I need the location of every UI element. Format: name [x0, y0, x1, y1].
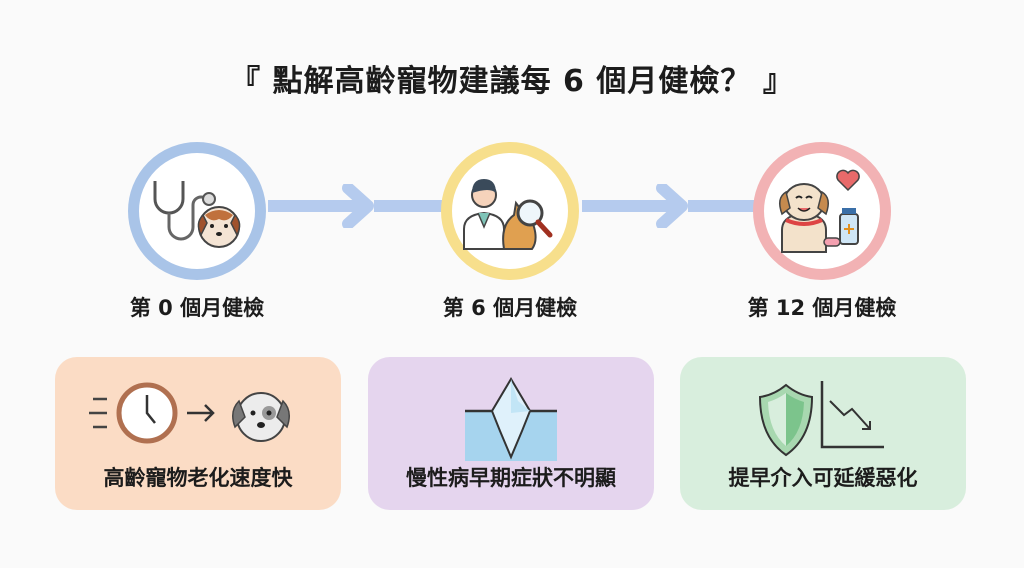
page-title: 『 點解高齡寵物建議每 6 個月健檢？ 』 [230, 64, 794, 99]
step-circle-1 [441, 142, 579, 280]
card-aging-fast: 高齡寵物老化速度快 [55, 357, 341, 510]
step-label-1: 第 6 個月健檢 [442, 296, 578, 320]
shield-decline-chart-icon [758, 381, 884, 457]
step-circle-0 [128, 142, 266, 280]
arrow-right-icon [268, 184, 374, 228]
card-label: 提早介入可延緩惡化 [728, 466, 918, 490]
happy-dog-medicine-icon [779, 169, 860, 253]
clock-to-dog-icon [89, 382, 290, 444]
card-label: 高齡寵物老化速度快 [103, 466, 293, 490]
vet-cat-magnifier-icon [463, 179, 553, 250]
arrow-right-icon [582, 184, 688, 228]
iceberg-icon [465, 377, 557, 461]
card-early-intervention: 提早介入可延緩惡化 [680, 357, 966, 510]
card-chronic-hidden: 慢性病早期症狀不明顯 [368, 357, 654, 510]
card-label: 慢性病早期症狀不明顯 [406, 466, 616, 490]
stethoscope-dog-icon [153, 181, 241, 248]
step-circle-2 [753, 142, 891, 280]
connector-line [374, 200, 444, 212]
step-label-2: 第 12 個月健檢 [747, 296, 897, 320]
connector-line [688, 200, 754, 212]
step-label-0: 第 0 個月健檢 [129, 296, 265, 320]
